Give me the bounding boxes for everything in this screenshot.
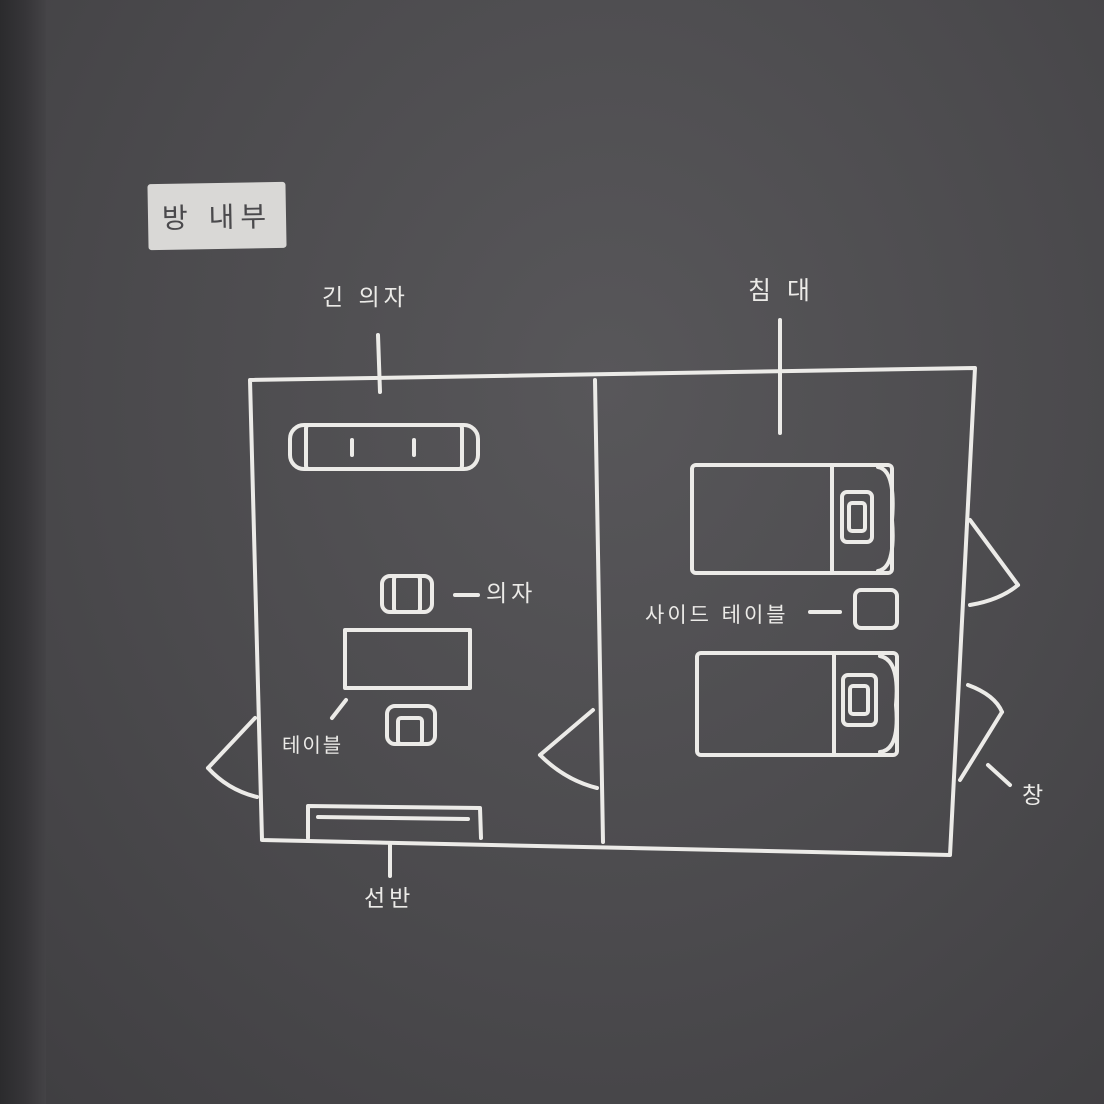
bed-bottom-shape — [695, 651, 899, 757]
outer-wall — [248, 366, 977, 857]
table-leader — [330, 698, 348, 720]
window-lower — [958, 683, 1004, 782]
book-spine — [0, 0, 46, 1104]
label-table: 테이블 — [282, 733, 344, 757]
bed-top-shape — [690, 463, 895, 575]
dividing-wall — [593, 378, 605, 844]
table-shape — [343, 628, 472, 690]
label-window: 창 — [1022, 783, 1048, 809]
left-door — [206, 716, 259, 799]
shelf-shape — [306, 804, 483, 840]
label-shelf: 선반 — [364, 886, 415, 912]
long-chair-shape — [288, 423, 480, 471]
label-bed: 침 대 — [748, 276, 814, 305]
label-side-table: 사이드 테이블 — [645, 603, 789, 627]
window-upper — [968, 518, 1020, 607]
chair-top-shape — [380, 574, 434, 614]
side-table-shape — [853, 588, 899, 630]
middle-door — [538, 708, 599, 790]
label-long-chair: 긴 의자 — [322, 285, 409, 311]
window-leader — [986, 763, 1012, 787]
label-chair: 의자 — [486, 581, 537, 607]
long-chair-leader — [376, 333, 382, 394]
chair-bottom-shape — [385, 704, 437, 746]
